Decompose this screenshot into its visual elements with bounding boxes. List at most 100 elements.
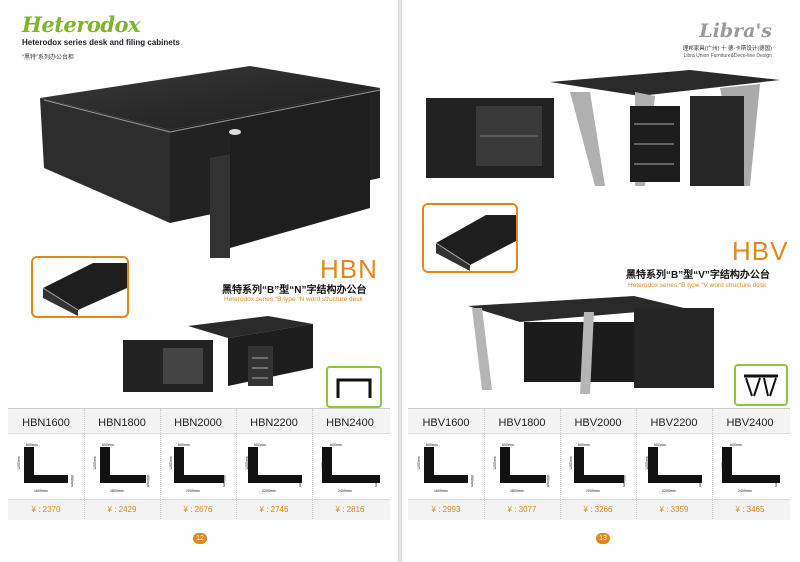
model-name: HBN2000 — [174, 417, 222, 429]
table-price-band — [408, 499, 790, 520]
plan-diagram — [424, 447, 468, 483]
dim-width-label: 2000mm — [586, 489, 600, 493]
plan-diagram — [322, 447, 380, 483]
brand-english-line: Libra Union Furniture&Deco-line Design — [683, 53, 772, 59]
brand-logo-heterodox: Heterodox — [22, 12, 141, 37]
dim-side-label: 1200mm — [720, 456, 725, 470]
model-name: HBN1800 — [98, 417, 146, 429]
dim-width-label: 1600mm — [434, 489, 448, 493]
dim-side-label: 1200mm — [568, 456, 573, 470]
model-column: HBN1800 ¥ : 2429 600mm 1200mm 800mm 1800mm — [84, 409, 161, 519]
brand-subtitle: Heterodox series desk and filing cabinet… — [22, 38, 180, 47]
model-name: HBV1600 — [422, 417, 470, 429]
series-title-en: Heterodox series,“B type “N word structu… — [224, 296, 363, 303]
plan-diagram — [100, 447, 146, 483]
dim-top-label: 600mm — [426, 443, 438, 447]
hbv-structure-icon-frame — [734, 364, 788, 406]
model-name: HBN2200 — [250, 417, 298, 429]
page-number: 13 — [596, 533, 610, 544]
hbn-structure-icon-frame — [326, 366, 382, 408]
plan-diagram — [248, 447, 302, 483]
price: ¥ : 2676 — [183, 505, 213, 514]
price: ¥ : 2429 — [107, 505, 137, 514]
dim-depth-label: 800mm — [297, 475, 302, 487]
price: ¥ : 2746 — [259, 505, 289, 514]
plan-diagram — [574, 447, 624, 483]
price: ¥ : 3359 — [659, 505, 689, 514]
series-title-cn: 黑特系列“B”型“V”字结构办公台 — [626, 270, 770, 281]
dim-depth-label: 800mm — [69, 475, 74, 487]
dim-width-label: 1600mm — [34, 489, 48, 493]
price: ¥ : 2816 — [335, 505, 365, 514]
dim-width-label: 2200mm — [662, 489, 676, 493]
price: ¥ : 2993 — [431, 505, 461, 514]
price: ¥ : 3077 — [507, 505, 537, 514]
model-column: HBV1600 ¥ : 2993 600mm 1200mm 800mm 1600mm — [408, 409, 485, 519]
plan-diagram — [722, 447, 780, 483]
model-name: HBV2400 — [726, 417, 774, 429]
model-name: HBV1800 — [498, 417, 546, 429]
hbv-edge-detail-image — [422, 203, 518, 273]
dim-top-label: 600mm — [654, 443, 666, 447]
price: ¥ : 3266 — [583, 505, 613, 514]
dim-side-label: 1200mm — [168, 456, 173, 470]
plan-diagram — [24, 447, 68, 483]
dim-depth-label: 800mm — [221, 475, 226, 487]
dim-depth-label: 800mm — [469, 475, 474, 487]
price: ¥ : 2370 — [31, 505, 61, 514]
table-header-band — [8, 409, 390, 434]
series-title-en: Heterodox series,“B type “V word structu… — [628, 282, 767, 289]
series-title-cn: 黑特系列“B”型“N”字结构办公台 — [222, 285, 367, 296]
price: ¥ : 3465 — [735, 505, 765, 514]
plan-diagram — [500, 447, 546, 483]
dim-depth-label: 800mm — [773, 475, 778, 487]
dim-width-label: 2400mm — [738, 489, 752, 493]
dim-depth-label: 800mm — [545, 475, 550, 487]
brand-chinese-line: 理邦家具(广州) 十 德·卡斯设计(德国) — [682, 46, 772, 52]
model-name: HBN2400 — [326, 417, 374, 429]
table-price-band — [8, 499, 390, 520]
n-structure-icon — [336, 378, 372, 398]
dim-side-label: 1200mm — [92, 456, 97, 470]
dim-width-label: 2400mm — [338, 489, 352, 493]
plan-diagram — [648, 447, 702, 483]
series-code-hbn: HBN — [320, 254, 378, 284]
dim-width-label: 2200mm — [262, 489, 276, 493]
dim-side-label: 1200mm — [644, 456, 649, 470]
dim-top-label: 600mm — [578, 443, 590, 447]
model-column: HBV2000 ¥ : 3266 600mm 1200mm 800mm 2000mm — [560, 409, 637, 519]
dim-width-label: 2000mm — [186, 489, 200, 493]
dim-depth-label: 800mm — [373, 475, 378, 487]
dim-depth-label: 800mm — [145, 475, 150, 487]
dim-width-label: 1800mm — [510, 489, 524, 493]
dim-depth-label: 800mm — [621, 475, 626, 487]
right-page: Libra's 理邦家具(广州) 十 德·卡斯设计(德国) Libra Unio… — [402, 0, 800, 562]
dim-top-label: 600mm — [502, 443, 514, 447]
dim-top-label: 600mm — [102, 443, 114, 447]
model-name: HBV2000 — [574, 417, 622, 429]
hbv-desk-main-image — [426, 70, 780, 186]
brand-logo-libras: Libra's — [699, 20, 772, 42]
model-name: HBN1600 — [22, 417, 70, 429]
dim-side-label: 1200mm — [416, 456, 421, 470]
dim-width-label: 1800mm — [110, 489, 124, 493]
hbv-desk-alt-view-image — [468, 296, 714, 394]
book-spine — [398, 0, 402, 562]
dim-side-label: 1200mm — [320, 456, 325, 470]
left-page: Heterodox Heterodox series desk and fili… — [0, 0, 398, 562]
model-column: HBN2000 ¥ : 2676 600mm 1200mm 800mm 2000mm — [160, 409, 237, 519]
dim-top-label: 600mm — [178, 443, 190, 447]
hbn-desk-alt-view-image — [123, 316, 313, 392]
page-number: 12 — [193, 533, 207, 544]
dim-top-label: 600mm — [26, 443, 38, 447]
v-structure-icon — [744, 374, 778, 397]
series-code-hbv: HBV — [732, 236, 789, 266]
